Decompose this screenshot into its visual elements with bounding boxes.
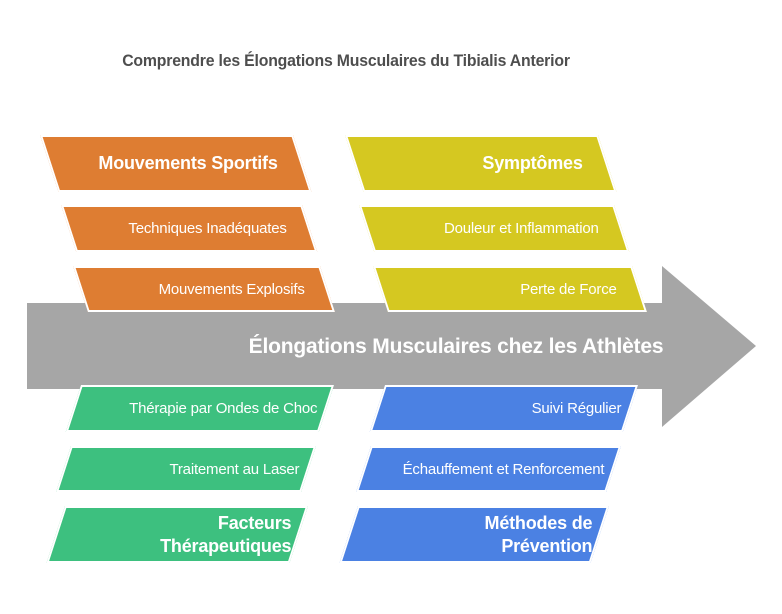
- shape-label: Perte de Force: [520, 280, 617, 298]
- shape-facteurs-therapeutiques-header: Facteurs Thérapeutiques: [46, 506, 308, 563]
- shape-echauffement-et-renforcement: Échauffement et Renforcement: [356, 446, 621, 492]
- shape-perte-de-force: Perte de Force: [373, 266, 647, 312]
- shape-label: Facteurs Thérapeutiques: [160, 512, 292, 556]
- shape-label: Symptômes: [482, 153, 583, 173]
- shape-mouvements-sportifs-header: Mouvements Sportifs: [40, 135, 312, 192]
- shape-methodes-de-prevention-header: Méthodes de Prévention: [339, 506, 609, 563]
- shape-label: Traitement au Laser: [169, 460, 300, 478]
- diagram-title: Comprendre les Élongations Musculaires d…: [122, 51, 570, 70]
- shape-symptomes-header: Symptômes: [345, 135, 617, 192]
- shape-techniques-inadequates: Techniques Inadéquates: [61, 205, 318, 252]
- shape-douleur-et-inflammation: Douleur et Inflammation: [359, 205, 630, 252]
- shape-therapie-ondes-de-choc: Thérapie par Ondes de Choc: [65, 385, 335, 432]
- shape-label: Techniques Inadéquates: [128, 220, 287, 237]
- arrow-label: Élongations Musculaires chez les Athlète…: [248, 335, 664, 358]
- shape-label: Mouvements Explosifs: [158, 280, 305, 298]
- shape-label: Méthodes de Prévention: [484, 512, 593, 556]
- shape-label: Douleur et Inflammation: [443, 220, 599, 237]
- shape-label: Échauffement et Renforcement: [402, 460, 605, 478]
- shape-mouvements-explosifs: Mouvements Explosifs: [73, 266, 335, 312]
- shape-traitement-au-laser: Traitement au Laser: [56, 446, 316, 492]
- shape-label: Suivi Régulier: [531, 400, 622, 417]
- shape-label: Mouvements Sportifs: [98, 153, 278, 173]
- shape-label: Thérapie par Ondes de Choc: [129, 400, 318, 417]
- shape-suivi-regulier: Suivi Régulier: [369, 385, 638, 432]
